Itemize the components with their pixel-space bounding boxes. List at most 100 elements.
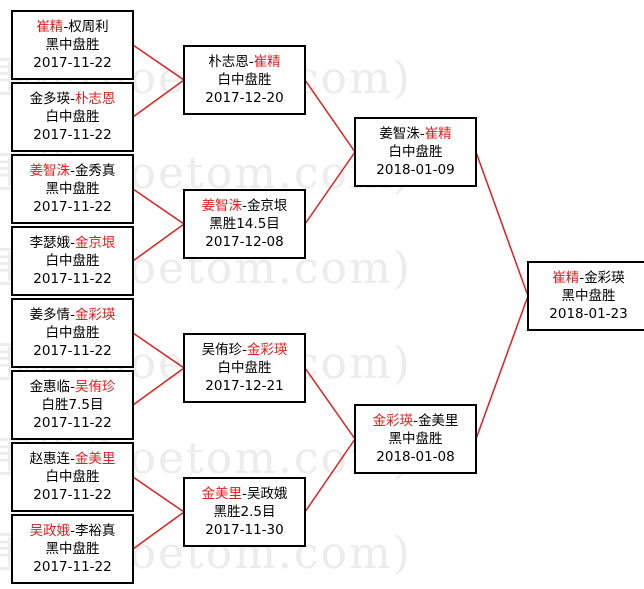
match-date: 2018-01-08	[376, 449, 455, 465]
player-white: 吴侑珍	[74, 379, 116, 395]
player-white: 金彩瑛	[584, 270, 625, 286]
player-black: 金彩瑛	[372, 413, 414, 429]
match-date: 2017-11-22	[33, 487, 112, 503]
connector-line	[304, 438, 356, 513]
match-date: 2017-12-20	[205, 90, 284, 106]
match-date: 2017-11-22	[33, 199, 112, 215]
connector-line	[132, 79, 185, 118]
match-date: 2017-11-30	[205, 522, 284, 538]
match-players: 崔精-权周利	[13, 18, 132, 36]
player-white: 金美里	[74, 451, 116, 467]
match-players: 金多瑛-朴志恩	[13, 90, 132, 108]
player-separator: -	[242, 342, 247, 358]
connector-line	[475, 295, 529, 440]
match-result: 白中盘胜	[217, 360, 272, 376]
connector-line	[132, 223, 185, 262]
player-white: 吴政娥	[246, 486, 288, 502]
player-black: 金惠临	[29, 379, 71, 395]
match-date: 2017-11-22	[33, 127, 112, 143]
match-players: 吴政娥-李裕真	[13, 522, 132, 540]
player-black: 姜智洙	[379, 126, 420, 142]
match-players: 姜智洙-金京垠	[185, 197, 304, 215]
match-players: 姜智洙-崔精	[356, 125, 475, 143]
player-separator: -	[70, 523, 75, 539]
connector-line	[132, 511, 185, 550]
match-box-sf-2: 金彩瑛-金美里黑中盘胜 2018-01-08	[354, 404, 477, 474]
match-result: 白中盘胜	[45, 469, 100, 485]
match-players: 姜多情-金彩瑛	[13, 306, 132, 324]
connector-line	[304, 367, 356, 440]
match-date: 2017-11-22	[33, 559, 112, 575]
player-separator: -	[70, 163, 75, 179]
match-result: 白胜7.5目	[41, 397, 104, 413]
match-date: 2017-11-22	[33, 271, 112, 287]
player-black: 崔精	[552, 270, 580, 286]
player-black: 吴政娥	[29, 523, 71, 539]
player-black: 李瑟娥	[29, 235, 71, 251]
player-white: 崔精	[424, 126, 452, 142]
player-separator: -	[70, 307, 75, 323]
match-result: 黑胜2.5目	[213, 504, 276, 520]
player-white: 权周利	[68, 19, 109, 35]
match-players: 赵惠连-金美里	[13, 450, 132, 468]
connector-line	[132, 188, 185, 225]
match-box-r2-3: 吴侑珍-金彩瑛白中盘胜 2017-12-21	[183, 333, 306, 403]
player-white: 金京垠	[246, 198, 288, 214]
player-black: 吴侑珍	[201, 342, 243, 358]
player-separator: -	[579, 270, 585, 286]
match-result: 黑中盘胜	[561, 288, 616, 304]
player-black: 朴志恩	[208, 54, 249, 70]
match-box-r2-4: 金美里-吴政娥黑胜2.5目 2017-11-30	[183, 477, 306, 547]
match-result: 黑中盘胜	[388, 431, 443, 447]
connector-line	[475, 151, 529, 297]
player-separator: -	[419, 126, 425, 142]
player-separator: -	[248, 54, 254, 70]
player-white: 金彩瑛	[74, 307, 116, 323]
player-separator: -	[70, 235, 75, 251]
match-date: 2017-11-22	[33, 55, 112, 71]
player-separator: -	[70, 379, 75, 395]
player-white: 崔精	[253, 54, 281, 70]
match-result: 白中盘胜	[217, 72, 272, 88]
player-white: 金彩瑛	[246, 342, 288, 358]
match-players: 李瑟娥-金京垠	[13, 234, 132, 252]
player-white: 金秀真	[74, 163, 116, 179]
match-box-r1-2: 金多瑛-朴志恩白中盘胜 2017-11-22	[11, 82, 134, 152]
player-separator: -	[242, 486, 247, 502]
match-result: 白中盘胜	[45, 325, 100, 341]
match-date: 2017-11-22	[33, 343, 112, 359]
match-date: 2017-12-21	[205, 378, 284, 394]
player-black: 姜智洙	[201, 198, 243, 214]
player-white: 朴志恩	[74, 91, 116, 107]
match-result: 白中盘胜	[388, 144, 443, 160]
connector-line	[132, 476, 185, 513]
match-box-r1-7: 赵惠连-金美里白中盘胜 2017-11-22	[11, 442, 134, 512]
match-date: 2018-01-23	[549, 306, 628, 322]
player-white: 金京垠	[74, 235, 116, 251]
connector-line	[304, 151, 356, 225]
player-white: 李裕真	[74, 523, 116, 539]
player-white: 金美里	[417, 413, 459, 429]
player-black: 金多瑛	[29, 91, 71, 107]
connector-line	[132, 44, 185, 81]
match-result: 白中盘胜	[45, 253, 100, 269]
match-players: 朴志恩-崔精	[185, 53, 304, 71]
player-black: 姜多情	[29, 307, 71, 323]
match-date: 2017-12-08	[205, 234, 284, 250]
player-black: 金美里	[201, 486, 243, 502]
match-players: 崔精-金彩瑛	[529, 269, 644, 287]
match-players: 金惠临-吴侑珍	[13, 378, 132, 396]
match-result: 白中盘胜	[45, 109, 100, 125]
player-separator: -	[413, 413, 418, 429]
